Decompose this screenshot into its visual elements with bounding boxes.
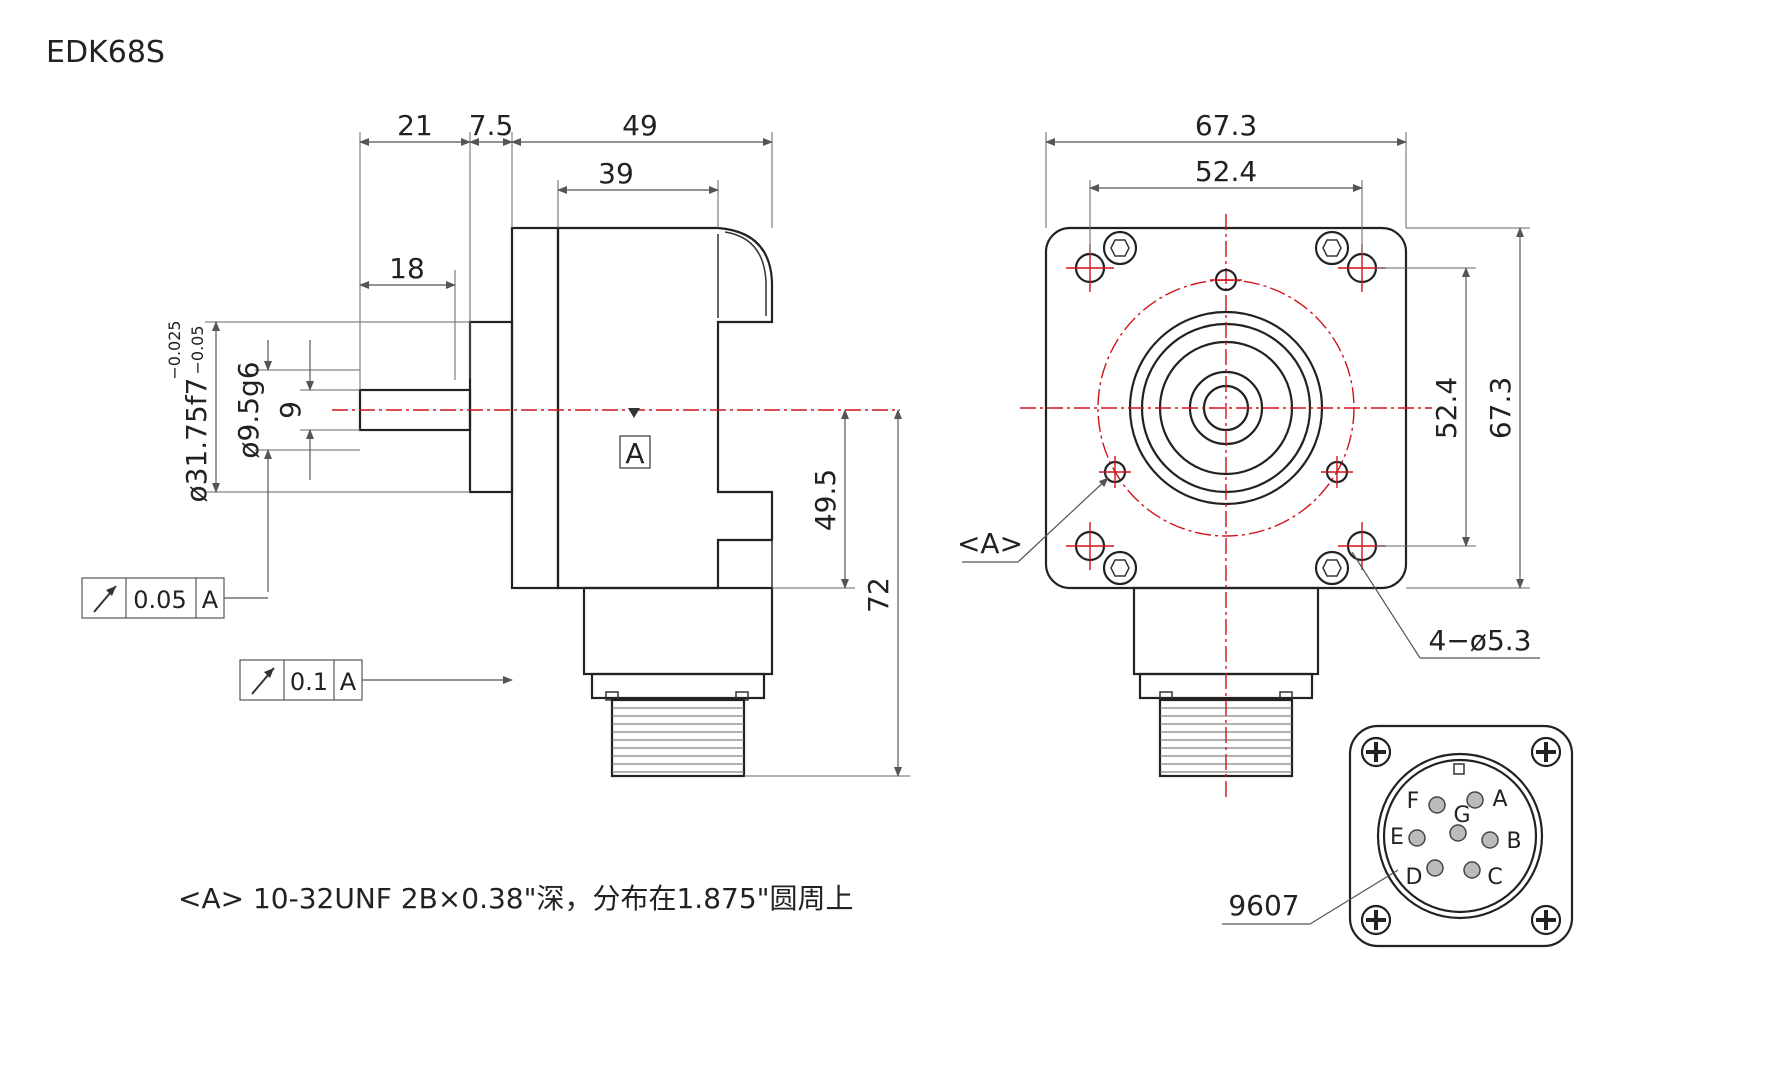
dim-height-67-3: 67.3	[1484, 377, 1517, 439]
pin-f	[1428, 796, 1446, 814]
tolerance-frame-runout-2: 0.1 A	[239, 659, 363, 701]
tolerance-frame-runout-1: 0.05 A	[81, 577, 225, 619]
pin-label-c: C	[1487, 865, 1502, 890]
label-4-holes: 4−ø5.3	[1429, 624, 1532, 657]
connector-nut	[590, 672, 766, 700]
connector-face	[1348, 724, 1574, 948]
connector-housing	[582, 586, 774, 676]
frame1-datum: A	[202, 586, 219, 614]
pin-label-a: A	[1492, 787, 1507, 812]
frame2-datum: A	[340, 668, 357, 696]
dim-31-75f7: ø31.75f7	[180, 378, 213, 503]
frame1-value: 0.05	[133, 586, 186, 614]
pin-a	[1466, 791, 1484, 809]
dim-width-52-4: 52.4	[1195, 155, 1257, 188]
frame2-value: 0.1	[290, 668, 328, 696]
dim-49: 49	[622, 109, 658, 142]
pin-label-f: F	[1407, 789, 1420, 814]
pin-b	[1481, 831, 1499, 849]
pin-d	[1426, 859, 1444, 877]
tolerance-lower: −0.05	[188, 325, 207, 374]
dim-height-52-4: 52.4	[1430, 377, 1463, 439]
dim-21: 21	[397, 109, 433, 142]
dim-9-5g6: ø9.5g6	[232, 361, 265, 458]
dim-72: 72	[862, 577, 895, 613]
datum-a-label: A	[625, 437, 644, 470]
connector-pins	[1408, 791, 1499, 879]
pin-label-b: B	[1506, 829, 1521, 854]
encoder-body	[556, 226, 774, 590]
front-view: 67.3 52.4 52.4 67.3 <A> 4−ø5.3	[957, 109, 1540, 800]
mounting-flange	[510, 226, 560, 590]
dim-49-5: 49.5	[809, 469, 842, 531]
dim-width-67-3: 67.3	[1195, 109, 1257, 142]
pin-g	[1449, 824, 1467, 842]
pin-label-g: G	[1453, 803, 1470, 828]
thread-note: <A> 10-32UNF 2B×0.38"深，分布在1.875"圆周上	[178, 882, 854, 915]
dim-39: 39	[598, 157, 634, 190]
drawing-title: EDK68S	[46, 35, 165, 70]
pilot-boss	[468, 320, 514, 494]
threaded-holes	[1099, 268, 1353, 488]
dim-7-5: 7.5	[469, 109, 514, 142]
connector-screws	[1360, 736, 1562, 936]
tolerance-upper: −0.025	[165, 320, 184, 379]
pin-e	[1408, 829, 1426, 847]
connector-detail: F A E G B D C 9607	[1222, 724, 1574, 948]
side-view: A 21 7.5 49 39 18	[81, 109, 910, 778]
connector-part-number: 9607	[1228, 889, 1299, 922]
connector-thread	[610, 698, 746, 778]
pin-c	[1463, 861, 1481, 879]
label-a-holes: <A>	[957, 527, 1023, 560]
pin-label-e: E	[1390, 825, 1404, 850]
hex-screws	[1102, 230, 1350, 586]
dim-9: 9	[274, 401, 307, 419]
pin-label-d: D	[1406, 865, 1423, 890]
dim-18: 18	[389, 252, 425, 285]
